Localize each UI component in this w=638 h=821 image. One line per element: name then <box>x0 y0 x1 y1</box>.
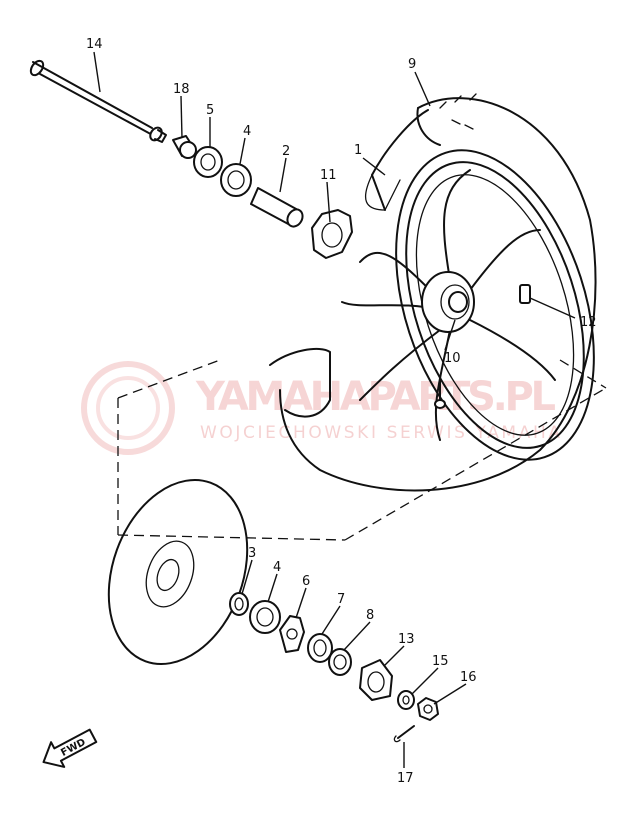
callout-16: 16 <box>460 670 477 685</box>
callout-1: 1 <box>354 143 362 158</box>
valve <box>434 379 446 409</box>
watermark-brand: YAMAHAPARTS.PL <box>195 374 556 420</box>
callouts: 14 18 5 4 2 11 1 9 12 10 3 4 6 7 8 13 15… <box>86 37 597 786</box>
callout-15: 15 <box>432 654 449 669</box>
bearing-upper <box>220 163 252 197</box>
callout-4-lower: 4 <box>273 560 281 575</box>
fwd-arrow-icon: FWD <box>42 728 98 768</box>
collar-8 <box>328 648 352 676</box>
flange <box>311 209 353 259</box>
collar <box>172 135 197 159</box>
callout-7: 7 <box>337 592 345 607</box>
watermark-logo <box>81 361 175 455</box>
callout-18: 18 <box>173 82 190 97</box>
cotter-pin <box>393 725 415 743</box>
callout-8: 8 <box>366 608 374 623</box>
axle <box>29 59 167 143</box>
callout-5: 5 <box>206 103 214 118</box>
retainer <box>279 615 305 653</box>
callout-14: 14 <box>86 37 103 52</box>
balance-weight <box>519 284 531 304</box>
callout-6: 6 <box>302 574 310 589</box>
meter-clutch <box>359 659 393 701</box>
assembly-dash-lines <box>117 359 607 541</box>
hub <box>421 271 475 333</box>
brake-disc <box>107 479 249 665</box>
callout-2: 2 <box>282 144 290 159</box>
rim <box>341 149 595 461</box>
callout-10: 10 <box>444 351 461 366</box>
oil-seal <box>193 146 223 178</box>
callout-9: 9 <box>408 57 416 72</box>
bearing-lower <box>249 600 281 634</box>
leader-lines <box>93 51 576 768</box>
callout-3: 3 <box>248 546 256 561</box>
oil-seal-lower <box>229 592 249 616</box>
oil-seal-7 <box>307 633 333 663</box>
callout-12: 12 <box>580 315 597 330</box>
washer <box>397 690 415 710</box>
spacer <box>250 187 304 228</box>
callout-11: 11 <box>320 168 337 183</box>
watermark-subtitle: WOJCIECHOWSKI SERWIS YAMAHA <box>200 423 560 443</box>
callout-4-upper: 4 <box>243 124 251 139</box>
watermark: YAMAHAPARTS.PL WOJCIECHOWSKI SERWIS YAMA… <box>81 361 560 455</box>
callout-13: 13 <box>398 632 415 647</box>
callout-17: 17 <box>397 771 414 786</box>
axle-nut <box>417 697 439 721</box>
